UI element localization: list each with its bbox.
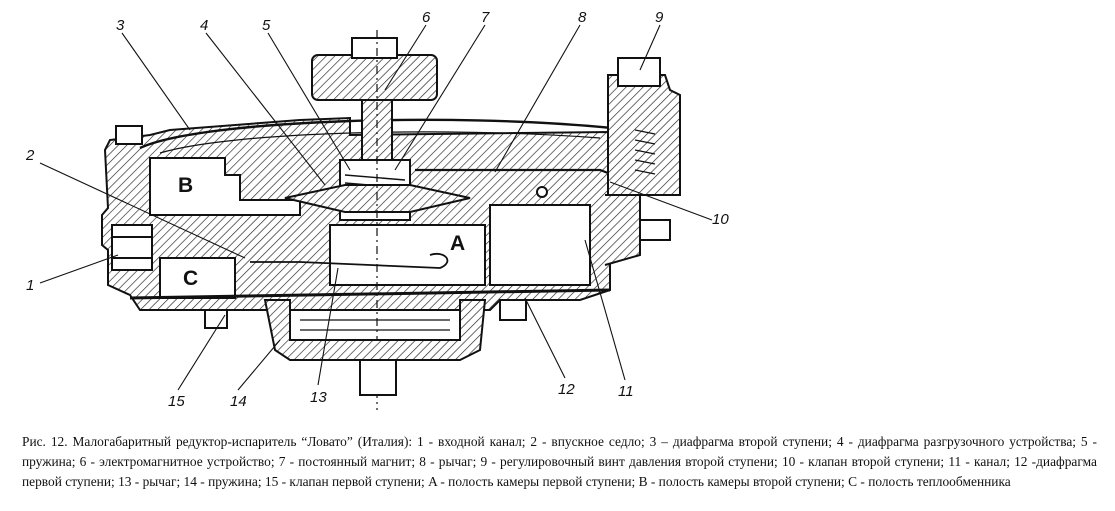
cavity-label-c: C [183, 267, 198, 290]
reducer-evaporator-drawing: B A C 1 2 3 4 5 6 7 8 9 10 11 12 13 14 1… [25, 9, 729, 410]
callout-11: 11 [618, 383, 634, 400]
callout-14: 14 [230, 393, 247, 410]
reducer-body [101, 30, 681, 410]
callout-1: 1 [26, 277, 34, 294]
callout-8: 8 [578, 9, 587, 26]
callout-13: 13 [310, 389, 327, 406]
callout-5: 5 [262, 17, 271, 34]
callout-12: 12 [558, 381, 575, 398]
callout-7: 7 [481, 9, 490, 26]
callout-10: 10 [712, 211, 729, 228]
callout-15: 15 [168, 393, 185, 410]
callout-6: 6 [422, 9, 431, 26]
callout-9: 9 [655, 9, 664, 26]
figure-caption: Рис. 12. Малогабаритный редуктор-испарит… [22, 434, 1097, 489]
cavity-label-a: A [450, 232, 465, 255]
callout-3: 3 [116, 17, 125, 34]
cavity-label-b: B [178, 174, 193, 197]
callout-4: 4 [200, 17, 208, 34]
callout-2: 2 [25, 147, 35, 164]
leader-lines [39, 24, 713, 391]
